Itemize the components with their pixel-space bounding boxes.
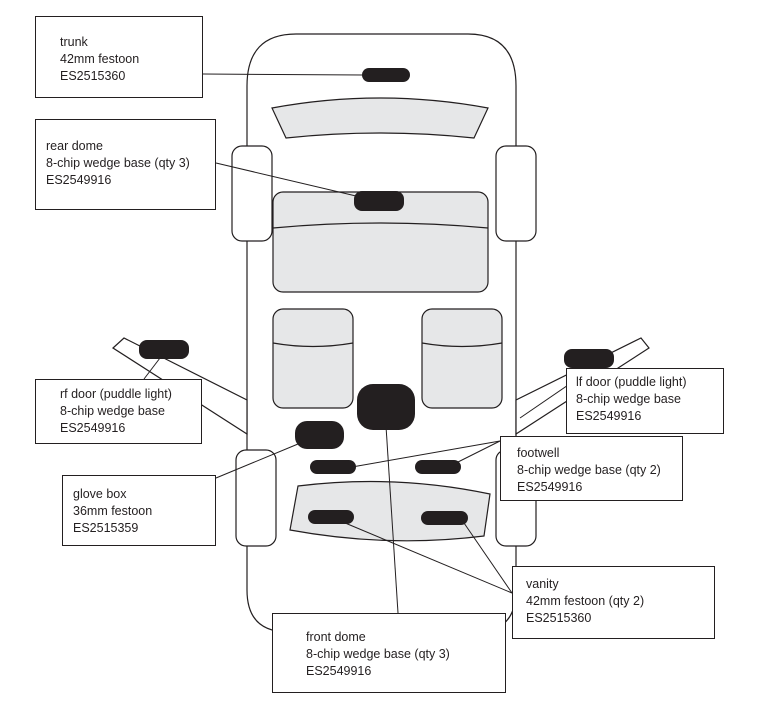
wheel-front-left [235, 449, 277, 547]
bulb-rear-dome [354, 191, 404, 211]
glove-box-bulb-type: 36mm festoon [73, 504, 153, 518]
wheel-rear-right [495, 145, 537, 242]
leader-rf-door [143, 357, 161, 380]
callout-glove-box: glove box 36mm festoon ES2515359 [62, 475, 216, 546]
callout-rf-door: rf door (puddle light) 8-chip wedge base… [35, 379, 202, 444]
vanity-label: vanity [526, 577, 559, 591]
callout-lf-door: lf door (puddle light) 8-chip wedge base… [566, 368, 724, 434]
trunk-bulb-type: 42mm festoon [60, 52, 140, 66]
rear-dome-label: rear dome [46, 139, 103, 153]
dashboard [289, 480, 491, 542]
leader-front-dome [385, 425, 399, 614]
footwell-label: footwell [517, 446, 560, 460]
footwell-bulb-type: 8-chip wedge base (qty 2) [517, 463, 661, 477]
callout-trunk: trunk 42mm festoon ES2515360 [35, 16, 203, 98]
glove-box-label: glove box [73, 487, 127, 501]
leader-vanity-b [463, 522, 513, 594]
rear-window [271, 97, 489, 139]
leader-trunk [202, 73, 365, 76]
glove-box-part-number: ES2515359 [73, 521, 139, 535]
leader-vanity-a [337, 519, 513, 594]
front-dome-part-number: ES2549916 [306, 664, 372, 678]
front-dome-label: front dome [306, 630, 366, 644]
bulb-front-dome [357, 384, 415, 430]
trunk-part-number: ES2515360 [60, 69, 126, 83]
front-seat-left [421, 308, 503, 409]
leader-rear-dome [215, 162, 357, 197]
rf-door-part-number: ES2549916 [60, 421, 126, 435]
footwell-part-number: ES2549916 [517, 480, 583, 494]
wheel-rear-left [231, 145, 273, 242]
front-seat-left-line [421, 342, 503, 348]
rf-door-bulb-type: 8-chip wedge base [60, 404, 165, 418]
callout-vanity: vanity 42mm festoon (qty 2) ES2515360 [512, 566, 715, 639]
rear-seat-top-line [272, 222, 489, 229]
vanity-part-number: ES2515360 [526, 611, 592, 625]
bulb-rf-door [139, 340, 189, 359]
bulb-footwell-left [415, 460, 461, 474]
rear-dome-bulb-type: 8-chip wedge base (qty 3) [46, 156, 190, 170]
leader-footwell-a [351, 440, 501, 468]
rear-dome-part-number: ES2549916 [46, 173, 112, 187]
bulb-vanity-right [308, 510, 354, 524]
vanity-bulb-type: 42mm festoon (qty 2) [526, 594, 645, 608]
callout-footwell: footwell 8-chip wedge base (qty 2) ES254… [500, 436, 683, 501]
bulb-footwell-right [310, 460, 356, 474]
callout-front-dome: front dome 8-chip wedge base (qty 3) ES2… [272, 613, 506, 693]
front-seat-right [272, 308, 354, 409]
front-seat-right-line [272, 342, 354, 348]
trunk-label: trunk [60, 35, 88, 49]
bulb-trunk [362, 68, 410, 82]
bulb-vanity-left [421, 511, 468, 525]
rf-door-label: rf door (puddle light) [60, 387, 172, 401]
bulb-glove-box [295, 421, 344, 449]
callout-rear-dome: rear dome 8-chip wedge base (qty 3) ES25… [35, 119, 216, 210]
front-dome-bulb-type: 8-chip wedge base (qty 3) [306, 647, 450, 661]
lf-door-part-number: ES2549916 [576, 409, 642, 423]
lf-door-label: lf door (puddle light) [576, 375, 687, 389]
bulb-lf-door [564, 349, 614, 368]
leader-glove-box [215, 443, 299, 479]
lf-door-bulb-type: 8-chip wedge base [576, 392, 681, 406]
leader-footwell-b [455, 440, 501, 464]
